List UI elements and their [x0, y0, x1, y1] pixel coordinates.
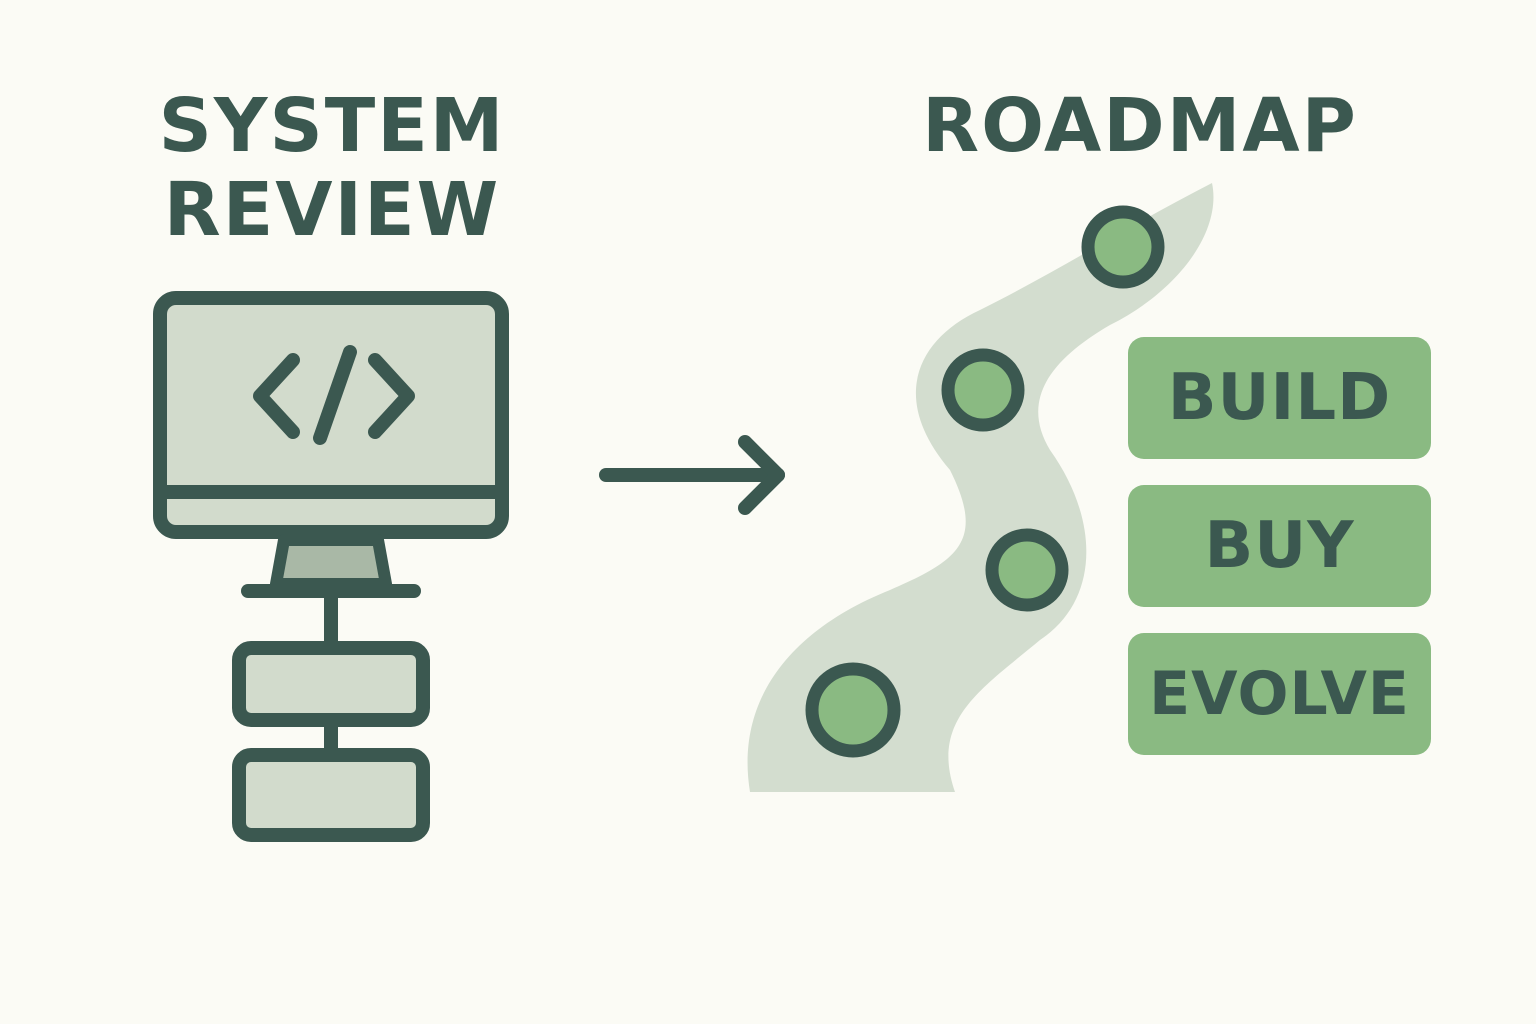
milestone-2 — [985, 528, 1069, 612]
monitor-icon — [153, 291, 509, 598]
system-review-title-line-1: SYSTEM — [158, 83, 506, 169]
code-brackets-icon — [253, 345, 415, 445]
milestone-1 — [805, 662, 901, 758]
milestone-4 — [1081, 205, 1165, 289]
system-block-1 — [232, 641, 430, 727]
monitor-stand — [270, 534, 392, 590]
system-review-title: SYSTEM REVIEW — [112, 84, 552, 252]
system-review-title-line-2: REVIEW — [163, 167, 501, 253]
arrow-right-icon — [599, 435, 785, 515]
system-block-2 — [232, 748, 430, 842]
buy-option[interactable]: BUY — [1128, 485, 1431, 607]
milestone-3 — [941, 348, 1025, 432]
build-option[interactable]: BUILD — [1128, 337, 1431, 459]
evolve-option[interactable]: EVOLVE — [1128, 633, 1431, 755]
roadmap-path — [747, 183, 1214, 792]
roadmap-title: ROADMAP — [922, 83, 1358, 169]
